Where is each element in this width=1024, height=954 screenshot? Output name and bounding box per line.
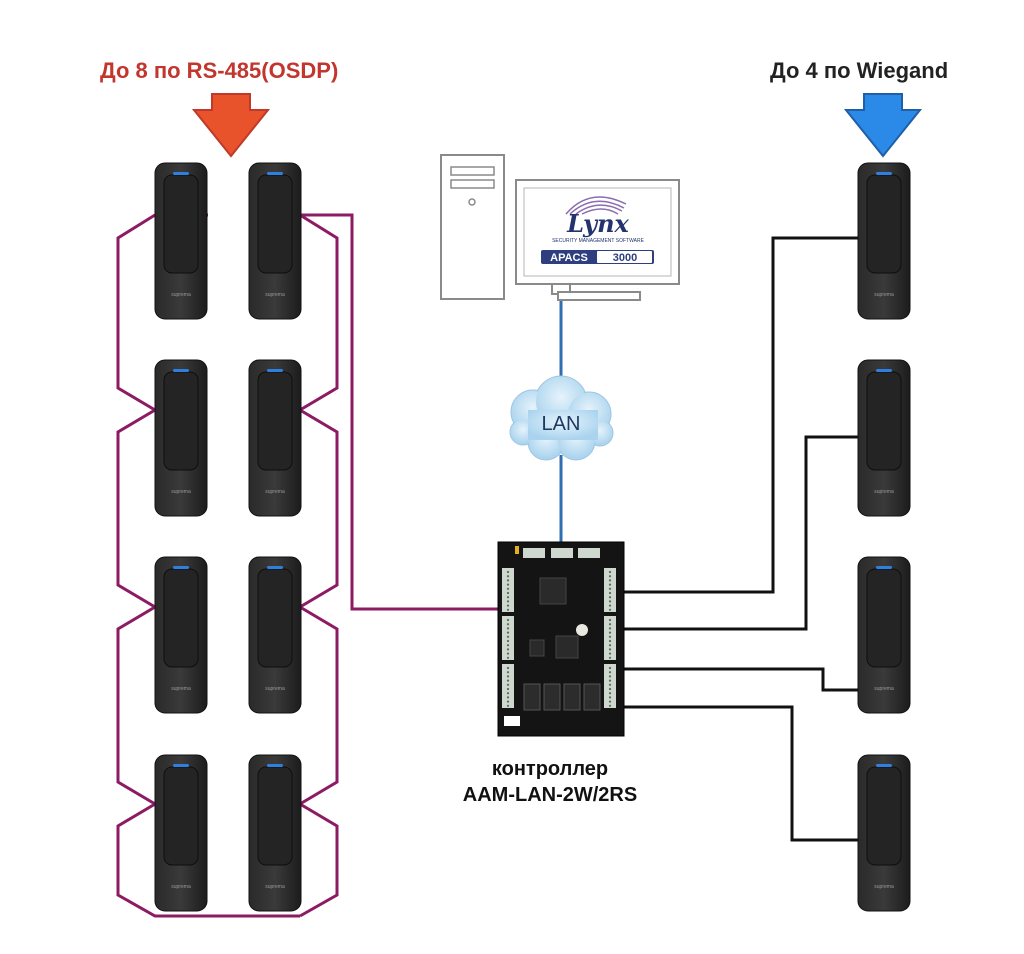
- rs485-chain-right: [297, 213, 339, 918]
- reader-brand-logo: suprema: [874, 489, 894, 495]
- reader-led-icon: [876, 566, 892, 569]
- reader-brand-logo: suprema: [874, 292, 894, 298]
- reader-brand-logo: suprema: [265, 489, 285, 495]
- reader-rs485: suprema: [154, 162, 208, 320]
- reader-brand-logo: suprema: [171, 884, 191, 890]
- reader-rs485: suprema: [248, 162, 302, 320]
- wiegand-line-2: [624, 435, 858, 631]
- reader-rs485: suprema: [154, 556, 208, 714]
- reader-rs485: suprema: [154, 754, 208, 912]
- reader-led-icon: [173, 369, 189, 372]
- lynx-swirl-icon: [565, 196, 627, 215]
- apacs-3000-label: 3000: [613, 252, 637, 264]
- controller-caption-line1: контроллер: [491, 758, 609, 780]
- wiegand-line-3: [624, 667, 858, 692]
- reader-led-icon: [173, 566, 189, 569]
- monitor: Lynx SECURITY MANAGEMENT SOFTWARE APACS …: [515, 179, 680, 301]
- wiegand-line-1: [624, 236, 858, 594]
- reader-led-icon: [267, 172, 283, 175]
- reader-wiegand: suprema: [857, 359, 911, 517]
- lan-cloud: LAN: [509, 375, 614, 461]
- lynx-tagline: SECURITY MANAGEMENT SOFTWARE: [552, 238, 645, 244]
- wiegand-title: До 4 по Wiegand: [770, 58, 949, 83]
- reader-brand-logo: suprema: [874, 686, 894, 692]
- reader-wiegand: suprema: [857, 754, 911, 912]
- readers: suprema suprema suprema suprema suprema supre…: [154, 162, 911, 912]
- rs485-title: До 8 по RS-485(OSDP): [100, 58, 339, 83]
- reader-led-icon: [267, 369, 283, 372]
- wiegand-wiring: [624, 236, 858, 842]
- wiegand-line-4: [624, 705, 858, 842]
- reader-rs485: suprema: [154, 359, 208, 517]
- lynx-logo: Lynx: [566, 209, 629, 238]
- reader-brand-logo: suprema: [171, 686, 191, 692]
- controller-board: [497, 541, 625, 737]
- wiegand-arrow: [843, 93, 923, 158]
- reader-led-icon: [876, 172, 892, 175]
- reader-wiegand: suprema: [857, 556, 911, 714]
- reader-led-icon: [267, 566, 283, 569]
- controller-caption: контроллер AAM-LAN-2W/2RS: [440, 756, 660, 808]
- apacs-label: APACS: [550, 252, 588, 264]
- reader-brand-logo: suprema: [171, 292, 191, 298]
- rs485-bus-to-controller: [300, 213, 498, 611]
- reader-led-icon: [267, 764, 283, 767]
- reader-rs485: suprema: [248, 359, 302, 517]
- reader-brand-logo: suprema: [265, 686, 285, 692]
- reader-brand-logo: suprema: [874, 884, 894, 890]
- reader-led-icon: [173, 172, 189, 175]
- reader-brand-logo: suprema: [265, 292, 285, 298]
- reader-wiegand: suprema: [857, 162, 911, 320]
- reader-rs485: suprema: [248, 556, 302, 714]
- reader-led-icon: [876, 369, 892, 372]
- computer-tower: [440, 154, 505, 300]
- reader-brand-logo: suprema: [265, 884, 285, 890]
- reader-rs485: suprema: [248, 754, 302, 912]
- rs485-arrow: [191, 93, 271, 158]
- reader-led-icon: [876, 764, 892, 767]
- reader-brand-logo: suprema: [171, 489, 191, 495]
- controller-model: AAM-LAN-2W/2RS: [462, 784, 638, 806]
- rs485-chain-left: [116, 213, 300, 918]
- lan-label: LAN: [542, 413, 581, 435]
- reader-led-icon: [173, 764, 189, 767]
